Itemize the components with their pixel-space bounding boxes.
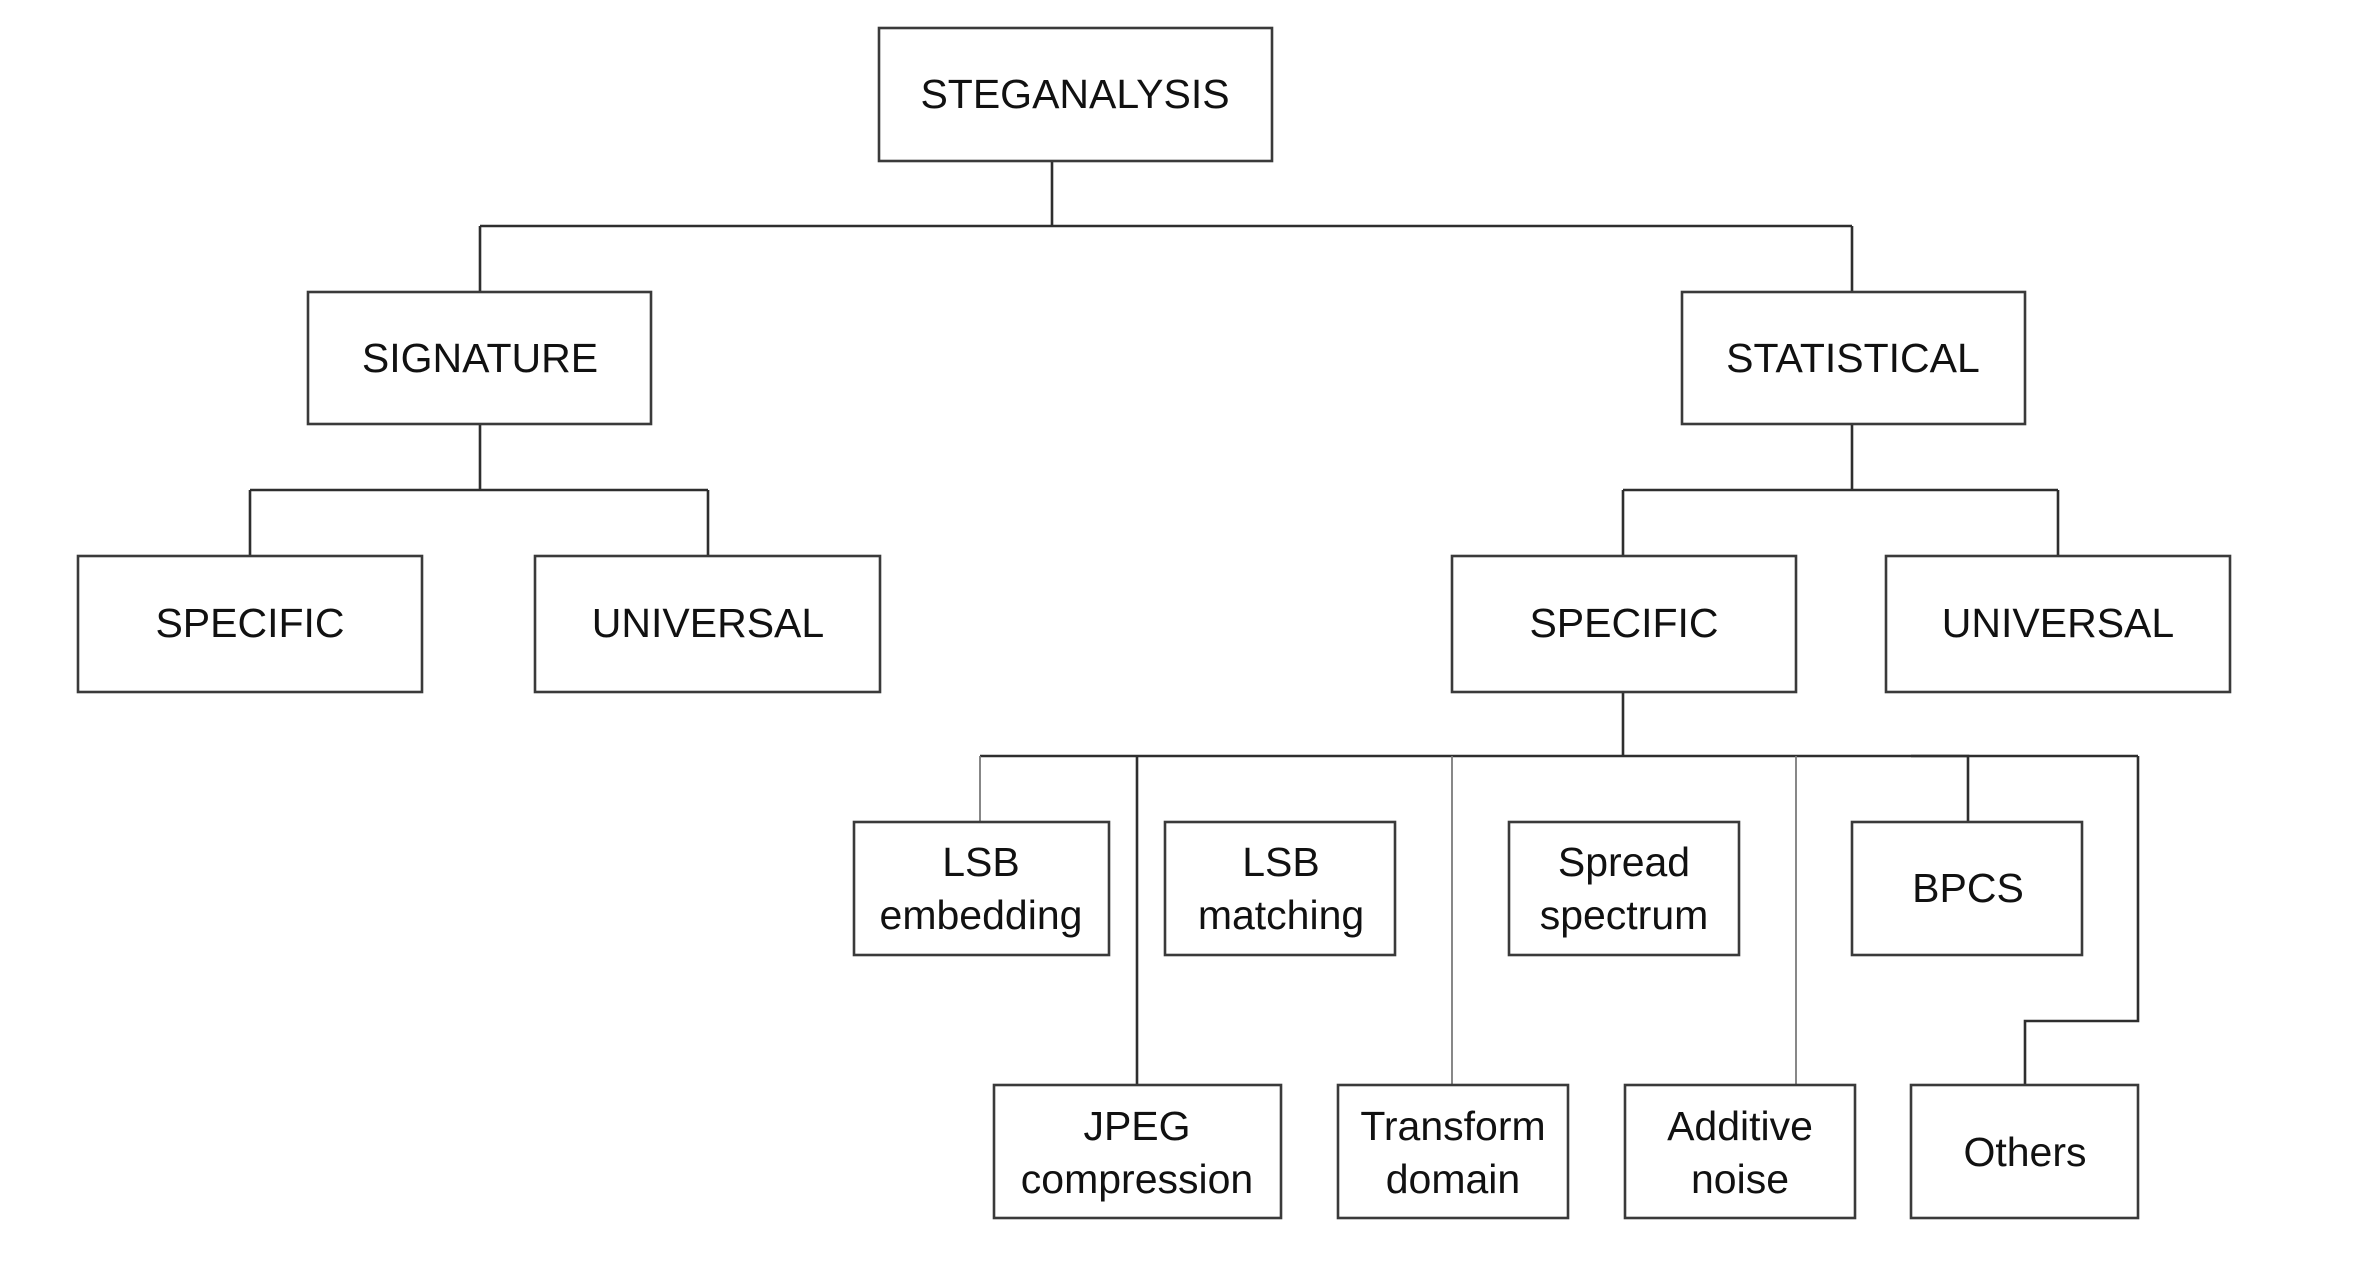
node-transform-domain-line2: domain — [1386, 1156, 1520, 1202]
node-lsb-embedding-line1: LSB — [942, 839, 1020, 885]
node-statistical-label: STATISTICAL — [1726, 335, 1980, 381]
node-jpeg-compression-line1: JPEG — [1083, 1103, 1190, 1149]
node-steganalysis-label: STEGANALYSIS — [920, 71, 1229, 117]
node-lsb-embedding: LSB embedding — [852, 820, 1111, 957]
edge-to-others — [2023, 756, 2140, 1085]
node-lsb-matching: LSB matching — [1163, 820, 1397, 957]
node-statistical-universal-label: UNIVERSAL — [1942, 600, 2174, 646]
node-transform-domain-line1: Transform — [1360, 1103, 1545, 1149]
node-statistical-specific: SPECIFIC — [1450, 554, 1798, 694]
node-additive-noise-line1: Additive — [1667, 1103, 1813, 1149]
node-jpeg-compression: JPEG compression — [992, 1083, 1283, 1220]
node-bpcs-label: BPCS — [1912, 865, 2024, 911]
node-spread-spectrum-line1: Spread — [1558, 839, 1690, 885]
node-signature-label: SIGNATURE — [362, 335, 598, 381]
node-steganalysis: STEGANALYSIS — [877, 26, 1274, 163]
node-signature-universal-label: UNIVERSAL — [592, 600, 824, 646]
node-others: Others — [1909, 1083, 2140, 1220]
node-additive-noise-line2: noise — [1691, 1156, 1789, 1202]
connector-lines — [248, 161, 2140, 1085]
node-spread-spectrum-line2: spectrum — [1540, 892, 1709, 938]
node-statistical: STATISTICAL — [1680, 290, 2027, 426]
node-spread-spectrum: Spread spectrum — [1507, 820, 1741, 957]
node-signature-universal: UNIVERSAL — [533, 554, 882, 694]
node-jpeg-compression-line2: compression — [1021, 1156, 1253, 1202]
node-signature-specific-label: SPECIFIC — [155, 600, 344, 646]
node-others-label: Others — [1963, 1129, 2086, 1175]
node-bpcs: BPCS — [1850, 820, 2084, 957]
node-signature: SIGNATURE — [306, 290, 653, 426]
node-statistical-universal: UNIVERSAL — [1884, 554, 2232, 694]
node-additive-noise: Additive noise — [1623, 1083, 1857, 1220]
node-lsb-matching-line2: matching — [1198, 892, 1364, 938]
node-lsb-matching-line1: LSB — [1242, 839, 1320, 885]
node-lsb-embedding-line2: embedding — [880, 892, 1083, 938]
node-statistical-specific-label: SPECIFIC — [1529, 600, 1718, 646]
node-transform-domain: Transform domain — [1336, 1083, 1570, 1220]
edge-to-bpcs — [1911, 754, 1970, 822]
node-signature-specific: SPECIFIC — [76, 554, 424, 694]
